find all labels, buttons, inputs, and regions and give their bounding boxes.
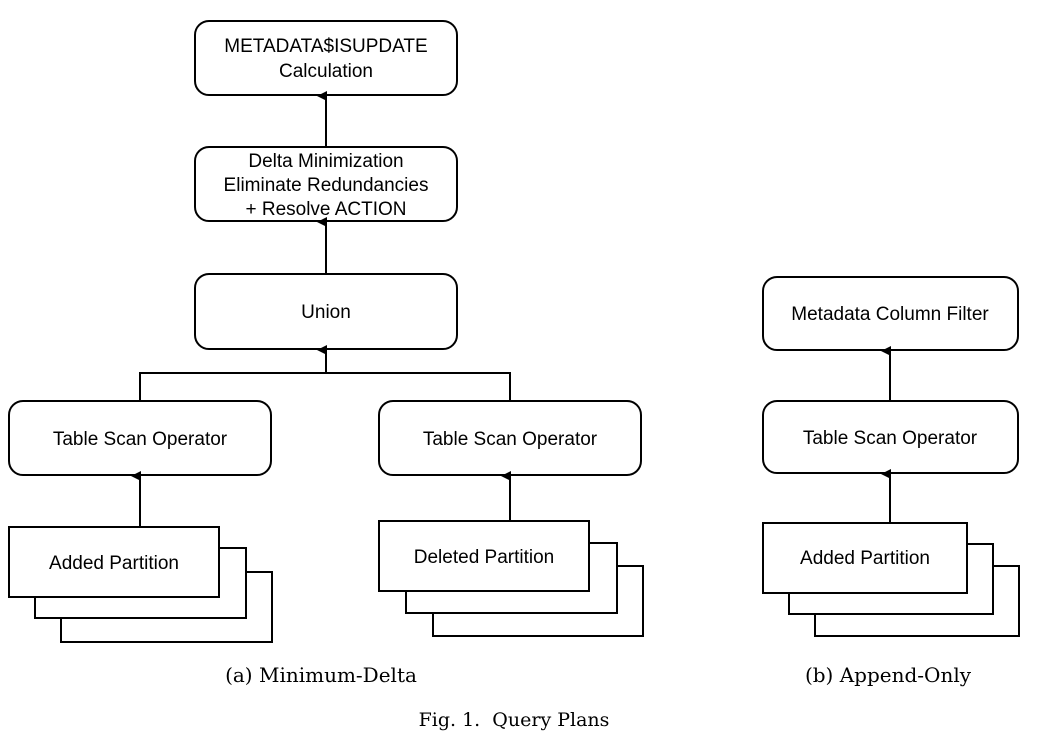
isupdate-calculation-line2: Calculation [279,61,373,82]
append-only-plan: Metadata Column Filter Table Scan Operat… [762,276,1020,687]
caption-minimum-delta: (a) Minimum-Delta [225,663,417,687]
figure-caption: Fig. 1. Query Plans [419,709,610,731]
union-label: Union [301,302,351,323]
union-node: Union [194,273,458,350]
connector-scans-to-union [139,372,511,401]
metadata-column-filter-label: Metadata Column Filter [791,304,989,325]
added-partition-stack-right: Added Partition [762,522,1020,637]
table-scan-left-label: Table Scan Operator [53,429,228,450]
minimum-delta-plan: METADATA$ISUPDATE Calculation Delta Mini… [8,20,644,687]
added-partition-stack-left: Added Partition [8,526,273,643]
delta-minimization-line3: + Resolve ACTION [245,199,406,220]
deleted-partition-stack: Deleted Partition [378,520,644,637]
table-scan-left-node: Table Scan Operator [8,400,272,476]
delta-minimization-node: Delta Minimization Eliminate Redundancie… [194,146,458,222]
table-scan-right-node: Table Scan Operator [378,400,642,476]
delta-minimization-line1: Delta Minimization [248,151,403,172]
table-scan-right-label: Table Scan Operator [423,429,598,450]
deleted-partition-label: Deleted Partition [414,547,554,568]
added-partition-right-label: Added Partition [800,548,930,569]
delta-minimization-line2: Eliminate Redundancies [224,175,429,196]
caption-append-only: (b) Append-Only [805,663,972,687]
table-scan-append-label: Table Scan Operator [803,428,978,449]
metadata-column-filter-node: Metadata Column Filter [762,276,1019,351]
added-partition-left-label: Added Partition [49,553,179,574]
isupdate-calculation-line1: METADATA$ISUPDATE [224,36,427,57]
table-scan-append-node: Table Scan Operator [762,400,1019,474]
isupdate-calculation-node: METADATA$ISUPDATE Calculation [194,20,458,96]
